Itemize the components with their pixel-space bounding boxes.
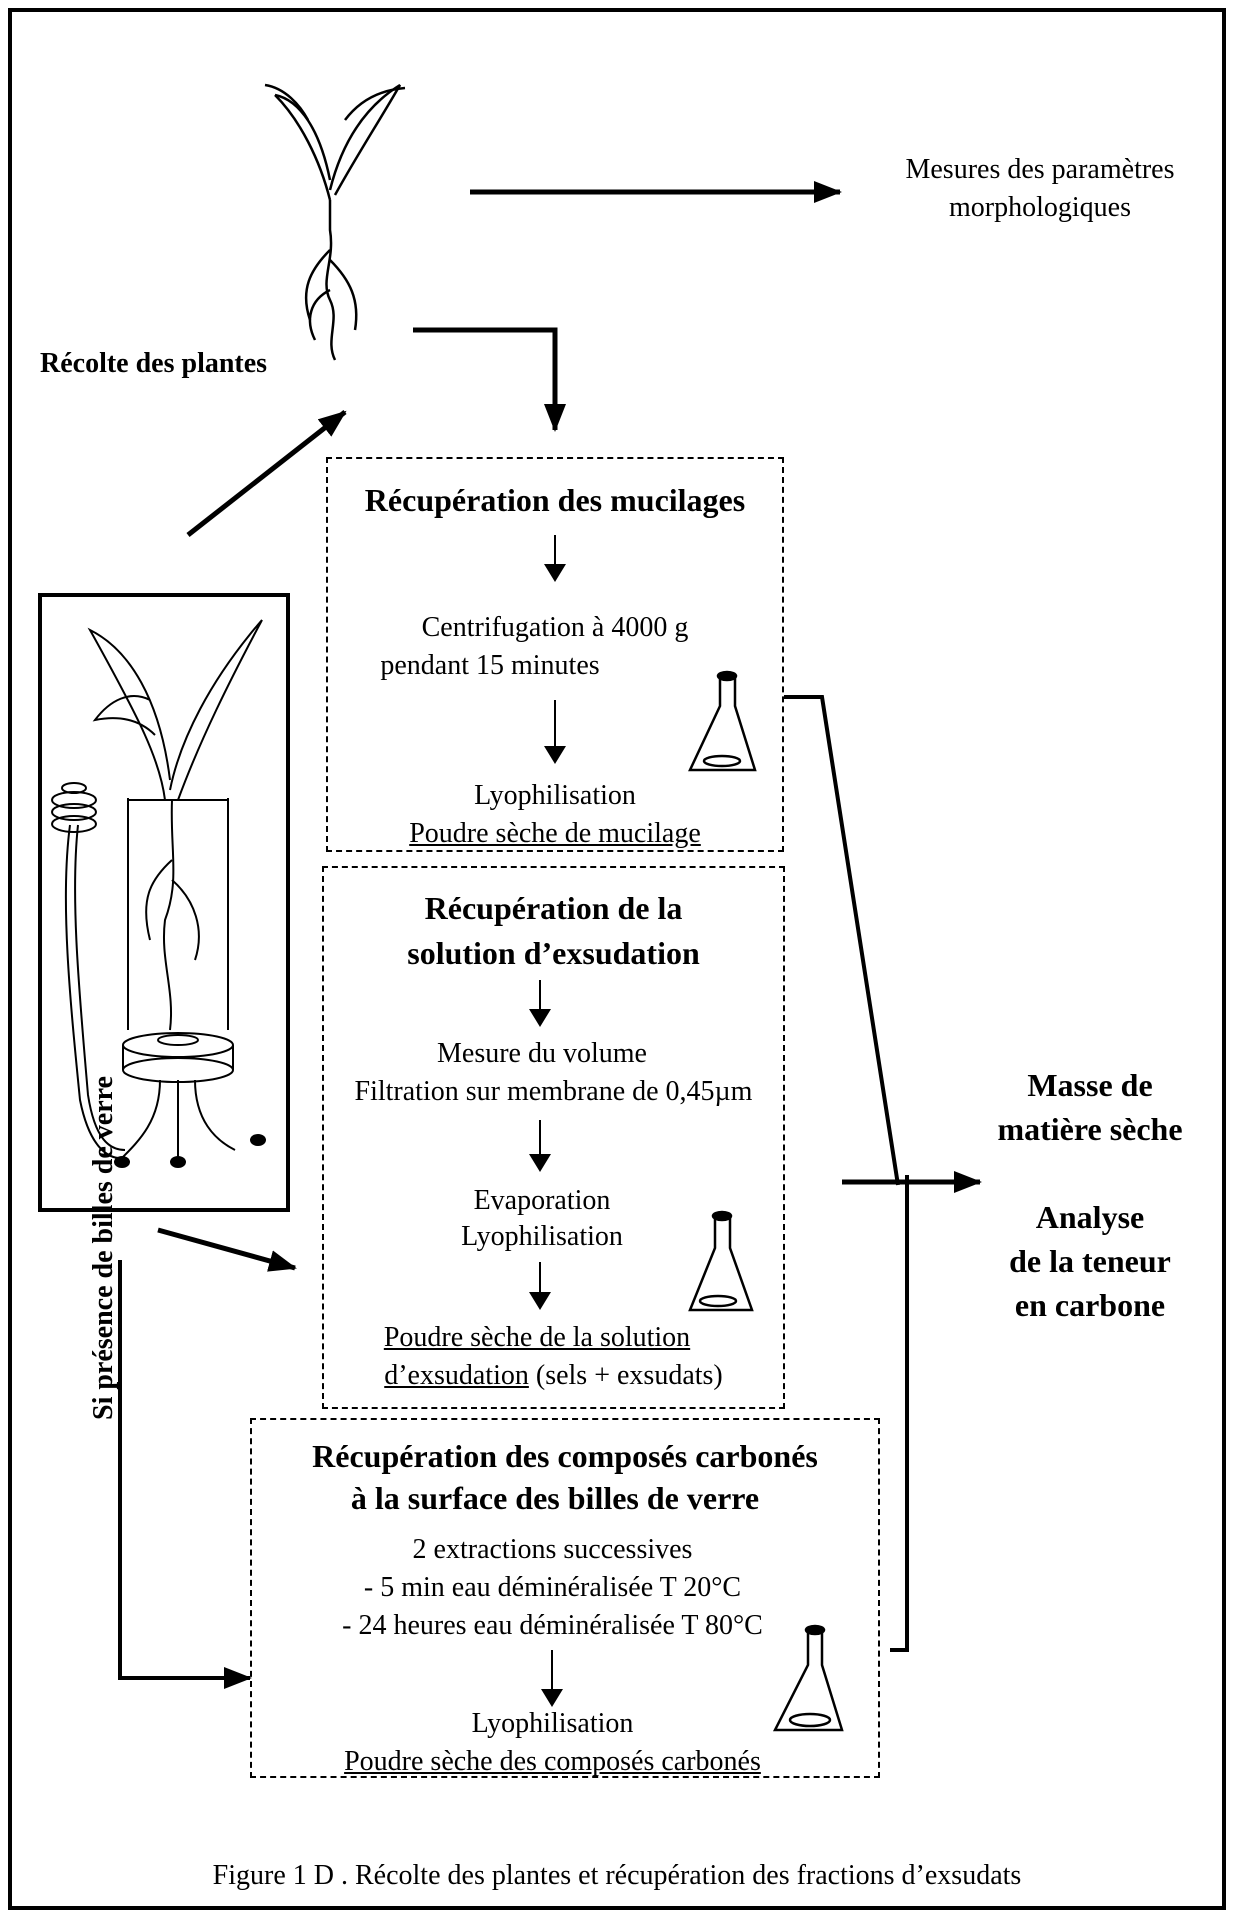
exudation-step-filtration: Filtration sur membrane de 0,45µm (354, 1076, 753, 1107)
mucilage-step-centrifugation-2: pendant 15 minutes (380, 650, 600, 681)
exudation-result-line1: Poudre sèche de la solution (383, 1322, 691, 1353)
flask-icon (688, 1210, 754, 1312)
output-mass-line2: matière sèche (997, 1111, 1183, 1147)
morphology-label-line2: morphologiques (949, 192, 1131, 223)
morphology-label-line1: Mesures des paramètres (905, 154, 1175, 185)
exudation-device-drawing (51, 619, 263, 1161)
mucilage-title: Récupération des mucilages (364, 482, 746, 518)
exudation-box (322, 866, 785, 1409)
arrow-to-exudation (157, 1227, 297, 1272)
flask-icon (772, 1624, 844, 1732)
figure-caption: Figure 1 D . Récolte des plantes et récu… (212, 1860, 1022, 1891)
flask-icon (688, 670, 757, 772)
beads-result: Poudre sèche des composés carbonés (344, 1746, 761, 1777)
mucilage-box (326, 457, 784, 852)
arrow-to-mucilage (413, 327, 566, 432)
beads-box (250, 1418, 880, 1778)
exudation-step-evaporation: Evaporation (473, 1185, 611, 1216)
beads-title-line2: à la surface des billes de verre (350, 1480, 760, 1516)
exudation-title-line1: Récupération de la (424, 890, 683, 926)
exudation-title-line2: solution d’exsudation (407, 935, 700, 971)
beads-step-lyophilisation: Lyophilisation (471, 1708, 634, 1739)
output-analysis-line3: en carbone (1014, 1287, 1166, 1323)
figure-frame (8, 8, 1226, 1910)
exudation-step-lyophilisation: Lyophilisation (461, 1221, 623, 1252)
exudation-step-volume: Mesure du volume (437, 1038, 647, 1069)
exudation-result-underlined: d’exsudation (384, 1360, 529, 1391)
mucilage-output-line (784, 695, 900, 1186)
arrow-to-beads (118, 1260, 252, 1689)
glass-beads-condition-label: Si présence de billes de verre (88, 1076, 119, 1420)
beads-step-5min: - 5 min eau déminéralisée T 20°C (363, 1572, 742, 1603)
exudation-result-line2: d’exsudation (sels + exsudats) (322, 1358, 785, 1394)
exudation-result-rest: (sels + exsudats) (528, 1360, 723, 1391)
mucilage-result: Poudre sèche de mucilage (409, 818, 701, 849)
exudation-device-box (38, 593, 290, 1212)
beads-title-line1: Récupération des composés carbonés (312, 1438, 818, 1474)
beads-step-24h: - 24 heures eau déminéralisée T 80°C (342, 1610, 763, 1641)
output-mass-line1: Masse de (1027, 1067, 1153, 1103)
output-analysis-line1: Analyse (1035, 1199, 1145, 1235)
beads-step-extractions: 2 extractions successives (412, 1534, 693, 1565)
harvested-plant-drawing (264, 83, 406, 361)
harvest-label: Récolte des plantes (40, 348, 268, 379)
arrow-to-harvest (186, 410, 347, 537)
beads-output-line (890, 1175, 909, 1652)
mucilage-step-lyophilisation: Lyophilisation (474, 780, 636, 811)
mucilage-step-centrifugation-1: Centrifugation à 4000 g (421, 612, 689, 643)
output-analysis-line2: de la teneur (1009, 1243, 1171, 1279)
